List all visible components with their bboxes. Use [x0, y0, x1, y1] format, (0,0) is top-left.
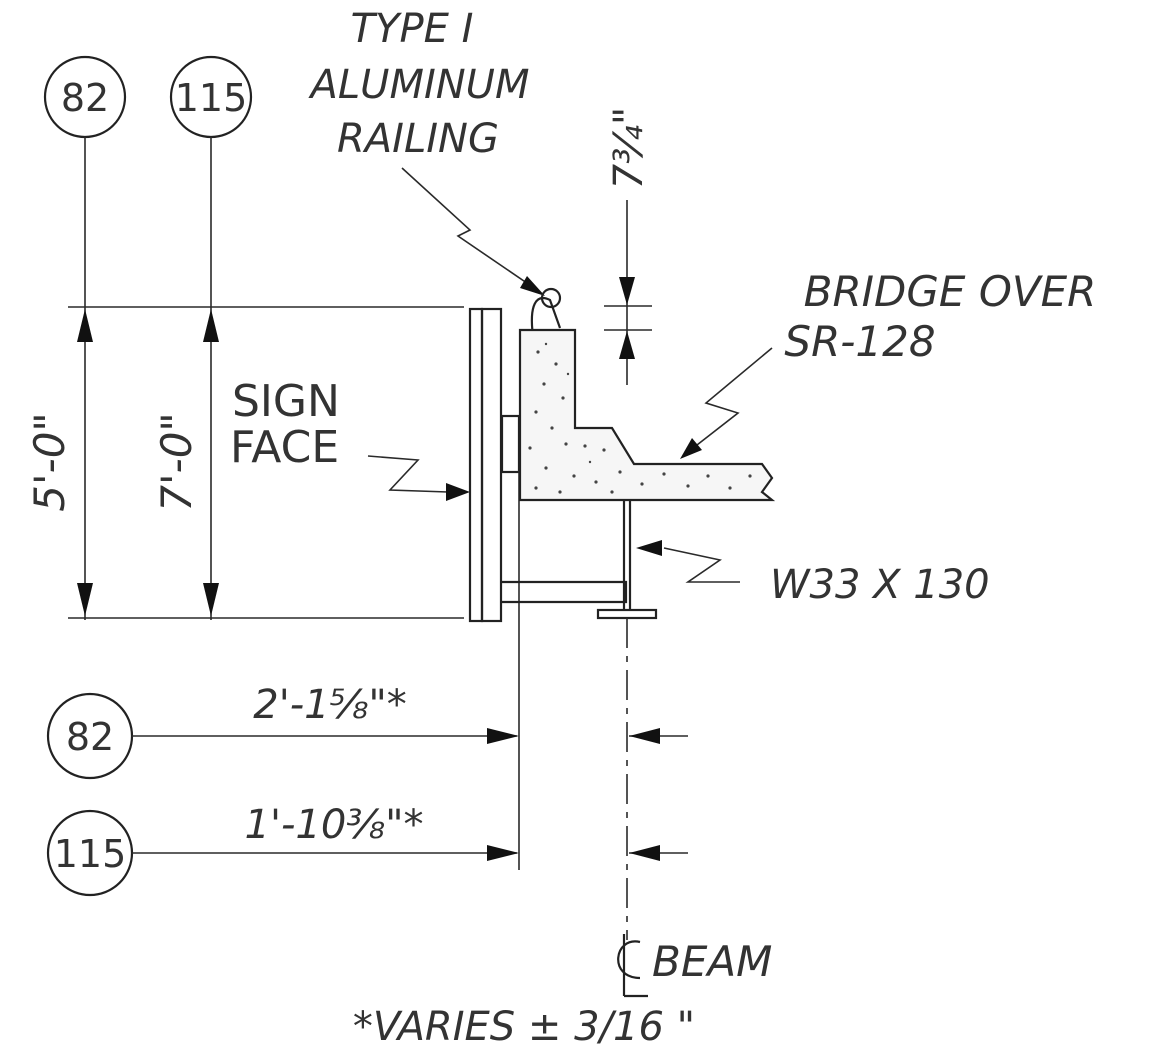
marker-115-row-label: 115 [54, 832, 127, 876]
bridge-deck-parapet [518, 287, 776, 502]
marker-82-top: 82 [43, 55, 127, 139]
railing-label-line1: TYPE I [351, 6, 474, 52]
rail-height-dimension: 7¾" [606, 107, 652, 190]
arrow-82-down [77, 583, 93, 616]
railing-label-line3: RAILING [337, 116, 499, 162]
height-dimension-82: 5'-0" [25, 412, 74, 511]
sign-face-leader-arrow [446, 483, 470, 501]
sign-face-label-line1: SIGN [232, 376, 340, 427]
offset-dimension-82: 2'-1⅝"* [253, 682, 407, 728]
marker-82-row: 82 [46, 692, 134, 780]
arrow-115-up [203, 309, 219, 342]
railing-post [530, 297, 562, 337]
arrow-82-up [77, 309, 93, 342]
bridge-leader [687, 347, 773, 453]
beam-centerline-label: BEAM [652, 937, 772, 986]
marker-82-row-label: 82 [66, 715, 114, 759]
offset-dimension-115: 1'-10⅜"* [245, 802, 424, 848]
marker-115-row: 115 [46, 809, 134, 897]
railing-leader-arrow [520, 276, 545, 296]
sign-face-label-line2: FACE [230, 422, 339, 473]
railing-rail [540, 287, 562, 309]
arrow-115-down [203, 583, 219, 616]
beam-leader-arrow [636, 540, 662, 556]
offset-82-arrow-right [629, 728, 660, 744]
tolerance-note: *VARIES ± 3/16 " [353, 1004, 695, 1050]
concrete-section [518, 328, 776, 502]
sign-panel [468, 307, 503, 623]
centerline-symbol-icon [617, 934, 648, 998]
beam-section-label: W33 X 130 [770, 562, 990, 608]
concrete-aggregate [528, 342, 752, 494]
rail-height-arrow-up [619, 331, 635, 359]
railing-leader [401, 167, 541, 293]
bridge-leader-arrow [680, 438, 702, 459]
rail-height-arrow-down [619, 277, 635, 305]
marker-115-top-label: 115 [175, 76, 248, 120]
marker-115-top: 115 [169, 55, 253, 139]
beam-leader [663, 547, 740, 583]
railing-label-line2: ALUMINUM [308, 62, 530, 108]
offset-82-arrow-left [487, 728, 519, 744]
offset-115-arrow-left [487, 845, 519, 861]
sign-face-leader [367, 455, 449, 493]
marker-82-top-label: 82 [61, 76, 109, 120]
height-dimension-115: 7'-0" [152, 412, 201, 511]
bridge-label-line2: SR-128 [784, 317, 935, 366]
bridge-label-line1: BRIDGE OVER [804, 267, 1097, 316]
offset-115-arrow-right [629, 845, 660, 861]
